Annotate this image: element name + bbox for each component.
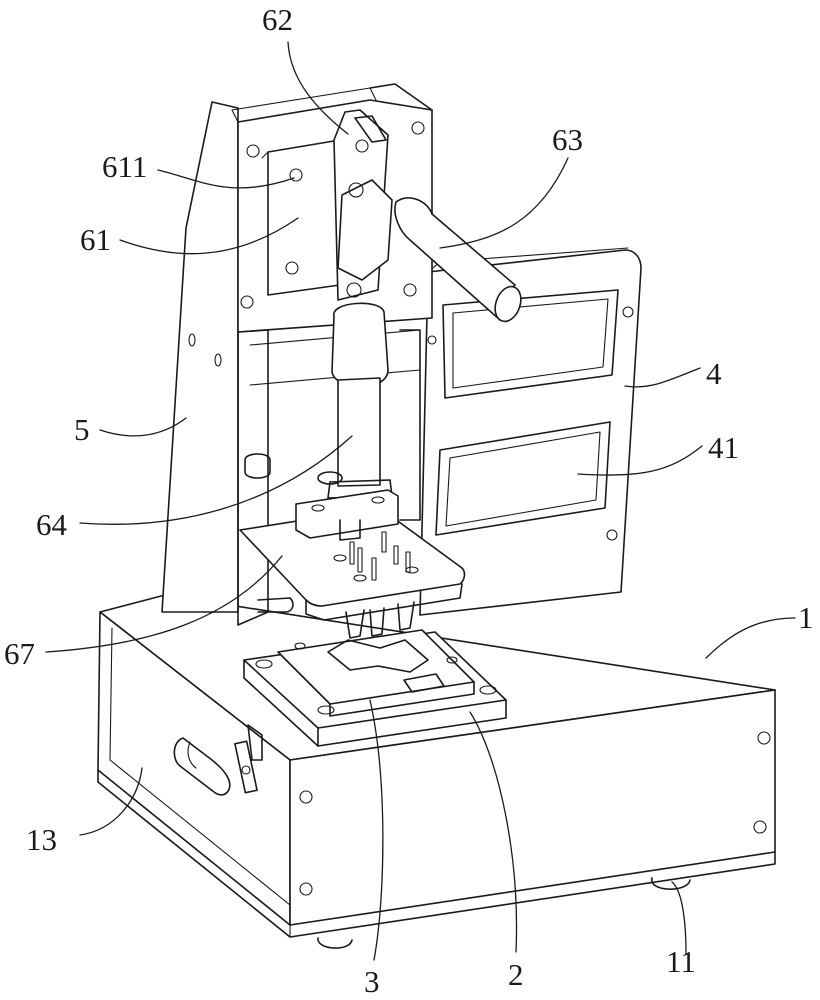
label-67: 67 [4, 636, 35, 671]
label-62: 62 [262, 2, 293, 37]
leader-611 [157, 169, 295, 189]
label-64: 64 [36, 507, 68, 542]
leader-63 [439, 157, 569, 249]
reference-labels: 62 611 63 61 4 41 5 64 67 1 13 3 2 11 [4, 2, 814, 999]
label-3: 3 [364, 964, 380, 999]
vertical-frame [161, 83, 433, 626]
screw-icon [299, 731, 771, 896]
label-11: 11 [666, 944, 696, 979]
leader-62 [287, 41, 349, 135]
label-2: 2 [508, 957, 524, 992]
leader-5 [99, 417, 187, 437]
die-assembly [243, 629, 507, 747]
toggle-clamp [317, 109, 522, 499]
label-63: 63 [552, 122, 583, 157]
label-41: 41 [708, 430, 739, 465]
label-4: 4 [706, 356, 722, 391]
label-5: 5 [74, 412, 90, 447]
rear-panel [419, 247, 642, 616]
label-1: 1 [798, 600, 814, 635]
upper-die-plate [239, 489, 466, 639]
leader-61 [119, 217, 299, 255]
leader-2 [469, 711, 518, 953]
label-61: 61 [80, 222, 111, 257]
leader-4 [624, 367, 701, 388]
leader-11 [671, 881, 687, 955]
label-611: 611 [102, 149, 147, 184]
leader-67 [45, 555, 283, 653]
leader-64 [79, 435, 353, 525]
label-13: 13 [26, 822, 57, 857]
leader-41 [577, 445, 703, 476]
leader-13 [79, 767, 143, 836]
leader-3 [369, 699, 384, 961]
leader-1 [705, 617, 796, 659]
leader-lines [45, 41, 796, 961]
